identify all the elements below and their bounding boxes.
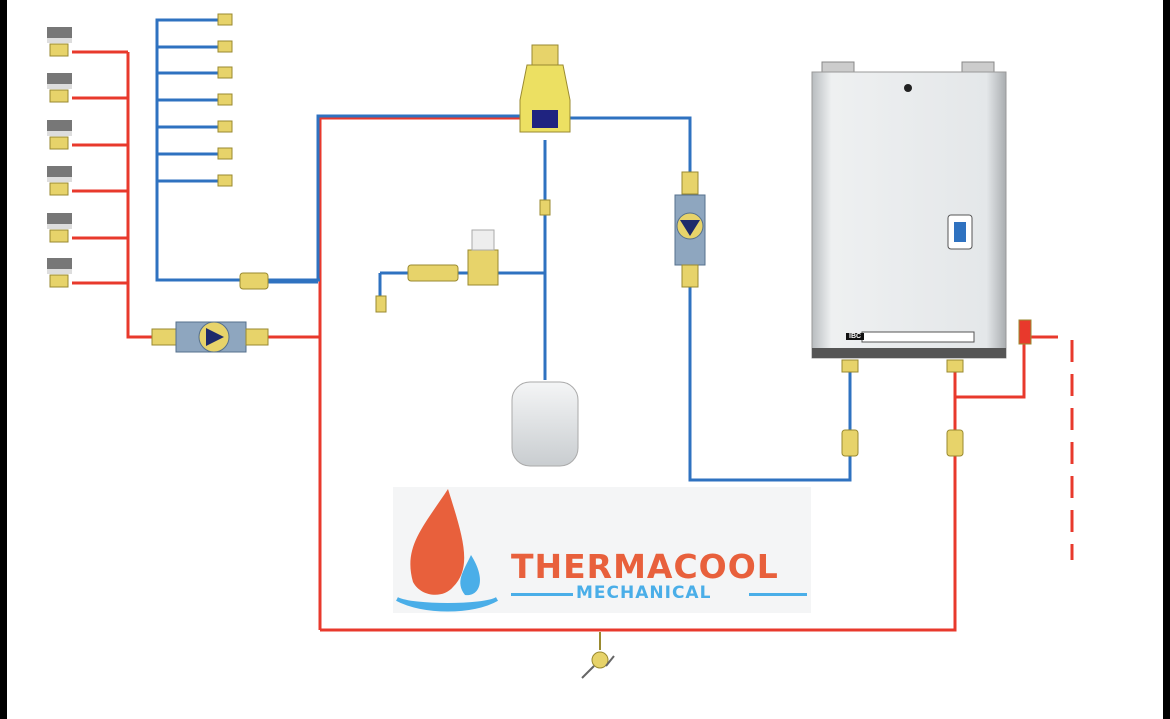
boiler-service-valves [841,319,1032,457]
logo-rule-left [511,593,573,596]
drain-valve [581,632,615,679]
manifold-valve [217,147,233,160]
zone-valve [47,213,72,243]
zone-valve [47,258,72,288]
ball-valve [239,272,269,290]
company-logo: THERMACOOL MECHANICAL [393,487,811,613]
zone-valve [47,27,72,57]
manifold-valves [217,13,269,290]
logo-rule-right [749,593,807,596]
manifold-valve [217,93,233,106]
logo-title: THERMACOOL [511,547,779,586]
manifold-valve [217,13,233,26]
zone-valve [47,120,72,150]
fill-valve-assembly [375,199,551,313]
air-separator [519,44,571,133]
manifold-valve [217,40,233,53]
circulator-pump-left [151,321,269,353]
boiler [811,61,1007,373]
manifold-valve [217,66,233,79]
logo-subtitle: MECHANICAL [576,583,712,603]
circulator-pump-right [674,171,706,288]
manifold-valve [217,120,233,133]
zone-valve [47,73,72,103]
zone-valve [47,166,72,196]
return-piping [155,18,852,482]
left-frame-edge [0,0,7,719]
zone-valves [47,27,72,288]
flame-logo-icon [396,489,499,612]
expansion-tank [511,381,579,467]
right-frame-edge [1163,0,1170,719]
boiler-brand-label: IBC [846,333,865,340]
manifold-valve [217,174,233,187]
